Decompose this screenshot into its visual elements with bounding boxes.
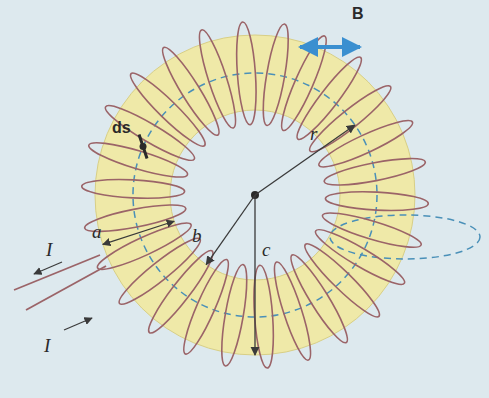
winding-turn [299,238,385,323]
windings [81,21,428,368]
current-arrow [64,318,92,330]
field-arrow [300,45,360,49]
outside-loop [330,215,480,259]
winding-turn [284,250,354,347]
diagram-label: c [262,240,270,259]
diagram-label: b [192,226,202,245]
dimension-a [103,221,174,244]
diagram-label: I [46,240,52,259]
winding-turn [125,67,211,152]
diagram-label: a [92,222,102,241]
radius-c [254,195,255,355]
diagram-label: r [310,124,317,143]
winding-turn [325,190,429,213]
winding-turn [234,21,259,125]
winding-turn [322,153,427,190]
winding-turn [142,245,219,338]
winding-turn [101,99,199,167]
winding-turn [156,43,226,140]
lead-wire [14,255,100,290]
radius-b [206,195,255,265]
current-arrow [34,262,62,274]
winding-turn [86,136,190,183]
diagram-label: B [352,6,364,22]
ds-dot [140,143,147,150]
winding-turn [291,52,368,145]
diagram-label: I [44,336,50,355]
diagram-label: ds [112,120,131,136]
winding-turn [268,259,317,363]
winding-turn [320,207,424,254]
ds-segment [139,135,147,159]
winding-turn [217,263,252,368]
winding-turn [81,177,185,200]
radius-r [255,125,355,195]
winding-turn [311,223,409,291]
toroid-core [95,35,415,355]
winding-turn [193,27,242,131]
winding-turn [258,22,293,127]
